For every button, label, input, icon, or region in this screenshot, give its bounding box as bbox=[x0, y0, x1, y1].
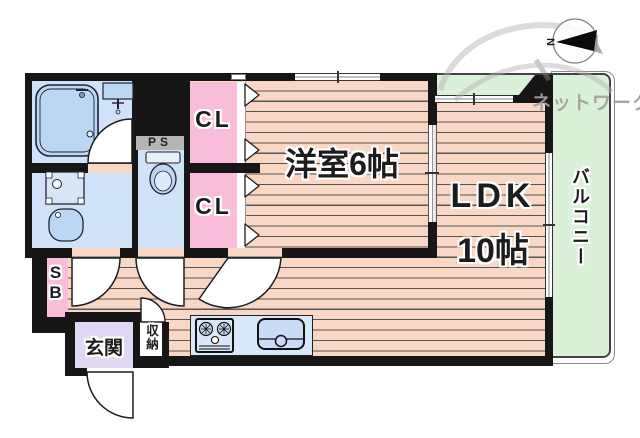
compass-icon: N bbox=[544, 18, 603, 64]
compass-north-label: N bbox=[544, 38, 556, 46]
outside-patch-lower-left bbox=[32, 333, 65, 356]
closet-upper-area bbox=[190, 82, 237, 163]
toilet-floor bbox=[138, 150, 184, 248]
wall-entrance-top bbox=[65, 312, 141, 322]
pipe-space-plate bbox=[136, 136, 184, 150]
entrance-area bbox=[75, 322, 133, 368]
bathroom-floor bbox=[32, 81, 132, 163]
wall-western-right-lower bbox=[428, 222, 437, 258]
wall-corridor-2 bbox=[120, 248, 136, 258]
label-storage: 収納 bbox=[144, 324, 158, 351]
wall-bath-wash-divider bbox=[32, 163, 88, 173]
wall-western-bottom bbox=[282, 248, 437, 258]
label-western-room: 洋室6帖 bbox=[285, 146, 399, 182]
label-ldk-size: 10帖 bbox=[457, 232, 529, 270]
label-closet-lower: CL bbox=[195, 193, 232, 219]
wall-storage-bottom bbox=[133, 356, 169, 368]
storage-area bbox=[140, 322, 162, 356]
balcony-floor bbox=[553, 73, 611, 358]
wall-utility-right bbox=[132, 150, 138, 258]
window-tick bbox=[473, 93, 475, 105]
closet-lower-area bbox=[190, 173, 237, 248]
label-entrance: 玄関 bbox=[84, 338, 123, 359]
entrance-door-arc bbox=[86, 371, 134, 419]
watermark-text: ネットワーク bbox=[532, 93, 640, 114]
wall-shoebox-bottom bbox=[32, 317, 75, 333]
label-closet-upper: CL bbox=[195, 106, 232, 132]
wall-toilet-right bbox=[184, 150, 190, 258]
window-tick bbox=[337, 71, 339, 83]
label-shoe-box: SB bbox=[46, 263, 65, 303]
wall-left-upper bbox=[25, 73, 32, 258]
wall-corridor-1 bbox=[32, 248, 72, 258]
label-pipe-space: PS bbox=[147, 135, 172, 149]
kitchen-counter bbox=[190, 315, 313, 356]
wall-entrance-left bbox=[65, 312, 75, 376]
shoe-box-area bbox=[47, 258, 68, 317]
wall-bottom bbox=[167, 356, 553, 366]
window-tick bbox=[425, 172, 439, 174]
label-ldk: LDK bbox=[450, 177, 536, 215]
wall-ldk-top-left bbox=[430, 95, 435, 103]
wall-ldk-right-lower bbox=[545, 297, 553, 366]
vent-window bbox=[231, 74, 246, 80]
wall-storage-right bbox=[162, 322, 169, 356]
wall-entrance-bottom bbox=[65, 368, 87, 376]
outside-patch-left bbox=[25, 258, 32, 356]
washroom-floor bbox=[32, 173, 132, 248]
wall-storage-left bbox=[133, 312, 140, 368]
window-tick bbox=[543, 224, 555, 226]
wall-closet-divider bbox=[184, 163, 260, 173]
wall-corridor-3 bbox=[184, 248, 228, 258]
western-ldk-sliding-door bbox=[428, 125, 437, 222]
wall-left-lower bbox=[32, 248, 47, 333]
wall-ldk-right-upper bbox=[545, 103, 553, 153]
label-balcony: バルコニー bbox=[570, 167, 590, 267]
